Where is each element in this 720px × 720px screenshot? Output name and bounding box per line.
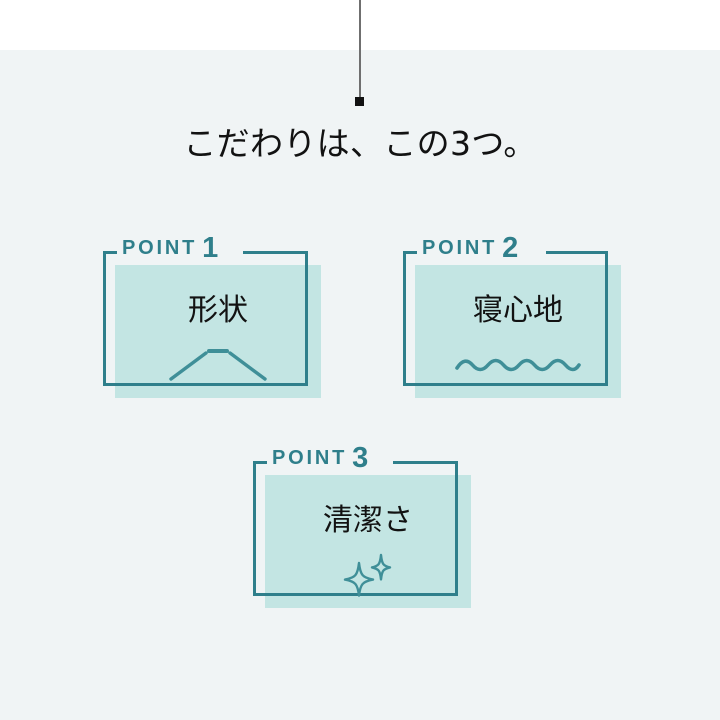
point-card-fill (115, 265, 321, 398)
frame-left-edge (103, 251, 106, 386)
point-card-fill (415, 265, 621, 398)
point-label-3: POINT 3 (272, 441, 369, 474)
point-label-2: POINT 2 (422, 231, 519, 264)
point-label-number: 3 (352, 442, 369, 474)
frame-right-edge (305, 251, 308, 386)
frame-left-edge (253, 461, 256, 596)
point-label-word: POINT (422, 237, 498, 259)
point-label-1: POINT 1 (122, 231, 219, 264)
point-card-fill (265, 475, 471, 608)
frame-bottom-edge (403, 383, 608, 386)
frame-top-right-segment (393, 461, 458, 464)
page-title: こだわりは、この3つ。 (183, 124, 537, 163)
point-title-1: 形状 (188, 293, 248, 328)
sparkle-stars-icon (265, 553, 471, 597)
wave-line-icon (415, 343, 621, 387)
frame-top-left-stub (403, 251, 417, 254)
point-card-1: POINT 1 形状 (103, 234, 321, 399)
point-title-3: 清潔さ (323, 503, 413, 538)
point-label-number: 1 (202, 232, 219, 264)
frame-top-right-segment (243, 251, 308, 254)
frame-bottom-edge (253, 593, 458, 596)
frame-top-left-stub (103, 251, 117, 254)
point-title-2: 寝心地 (473, 293, 563, 328)
vertical-connector-line (359, 0, 361, 98)
frame-top-right-segment (546, 251, 608, 254)
connector-square-dot (355, 97, 364, 106)
frame-right-edge (455, 461, 458, 596)
point-card-3: POINT 3 清潔さ (253, 444, 471, 609)
point-card-2: POINT 2 寝心地 (403, 234, 621, 399)
mountain-outline-icon (115, 343, 321, 387)
point-label-word: POINT (272, 447, 348, 469)
frame-left-edge (403, 251, 406, 386)
frame-bottom-edge (103, 383, 308, 386)
point-label-word: POINT (122, 237, 198, 259)
frame-top-left-stub (253, 461, 267, 464)
point-label-number: 2 (502, 232, 519, 264)
frame-right-edge (605, 251, 608, 386)
